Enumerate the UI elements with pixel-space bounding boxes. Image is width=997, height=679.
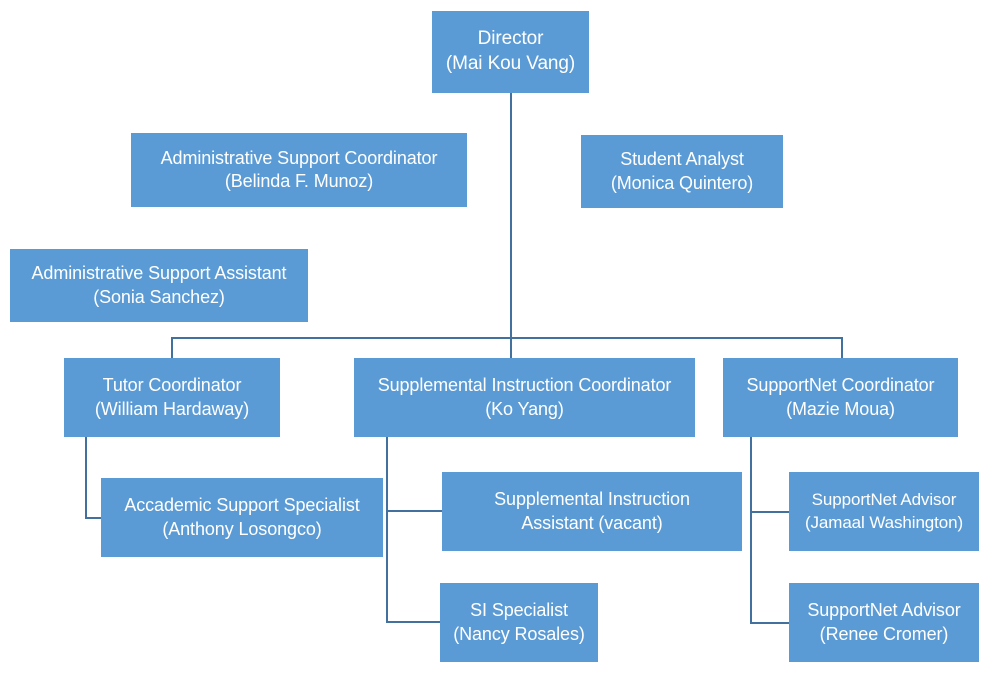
- node-si-coordinator[interactable]: Supplemental Instruction Coordinator (Ko…: [354, 358, 695, 437]
- node-si-specialist[interactable]: SI Specialist (Nancy Rosales): [440, 583, 598, 662]
- node-tutor-coordinator-label: Tutor Coordinator (William Hardaway): [94, 375, 250, 419]
- node-si-assistant-label: Supplemental Instruction Assistant (vaca…: [494, 489, 690, 533]
- connector-tutor-to-specialist-vertical: [85, 437, 87, 519]
- node-supportnet-advisor-jamaal[interactable]: SupportNet Advisor (Jamaal Washington): [789, 472, 979, 551]
- node-academic-support-specialist-label: Accademic Support Specialist (Anthony Lo…: [124, 495, 360, 539]
- node-director[interactable]: Director (Mai Kou Vang): [432, 11, 589, 93]
- connector-supportnet-spine: [750, 437, 752, 624]
- node-supportnet-advisor-renee-label: SupportNet Advisor (Renee Cromer): [807, 600, 961, 644]
- node-supportnet-coordinator[interactable]: SupportNet Coordinator (Mazie Moua): [723, 358, 958, 437]
- connector-supportnet-to-jamaal: [750, 511, 790, 513]
- node-admin-support-coordinator[interactable]: Administrative Support Coordinator (Beli…: [131, 133, 467, 207]
- node-director-label: Director (Mai Kou Vang): [445, 28, 576, 74]
- connector-drop-supportnet-coordinator: [841, 337, 843, 358]
- node-student-analyst-label: Student Analyst (Monica Quintero): [610, 149, 754, 193]
- connector-director-trunk: [510, 93, 512, 339]
- connector-drop-si-coordinator: [510, 337, 512, 358]
- connector-si-to-specialist: [386, 621, 443, 623]
- connector-supportnet-to-renee: [750, 622, 790, 624]
- node-si-specialist-label: SI Specialist (Nancy Rosales): [453, 600, 585, 644]
- node-supportnet-advisor-renee[interactable]: SupportNet Advisor (Renee Cromer): [789, 583, 979, 662]
- node-supportnet-advisor-jamaal-label: SupportNet Advisor (Jamaal Washington): [804, 490, 964, 532]
- connector-tutor-to-specialist-horizontal: [85, 517, 103, 519]
- connector-si-spine: [386, 437, 388, 623]
- node-admin-support-assistant-label: Administrative Support Assistant (Sonia …: [31, 263, 287, 307]
- connector-drop-tutor-coordinator: [171, 337, 173, 358]
- node-admin-support-coordinator-label: Administrative Support Coordinator (Beli…: [160, 147, 438, 191]
- node-supportnet-coordinator-label: SupportNet Coordinator (Mazie Moua): [746, 375, 935, 419]
- node-admin-support-assistant[interactable]: Administrative Support Assistant (Sonia …: [10, 249, 308, 322]
- node-academic-support-specialist[interactable]: Accademic Support Specialist (Anthony Lo…: [101, 478, 383, 557]
- connector-si-to-assistant: [386, 510, 443, 512]
- connector-coordinator-bus: [171, 337, 843, 339]
- node-si-assistant[interactable]: Supplemental Instruction Assistant (vaca…: [442, 472, 742, 551]
- node-si-coordinator-label: Supplemental Instruction Coordinator (Ko…: [377, 375, 672, 419]
- node-student-analyst[interactable]: Student Analyst (Monica Quintero): [581, 135, 783, 208]
- node-tutor-coordinator[interactable]: Tutor Coordinator (William Hardaway): [64, 358, 280, 437]
